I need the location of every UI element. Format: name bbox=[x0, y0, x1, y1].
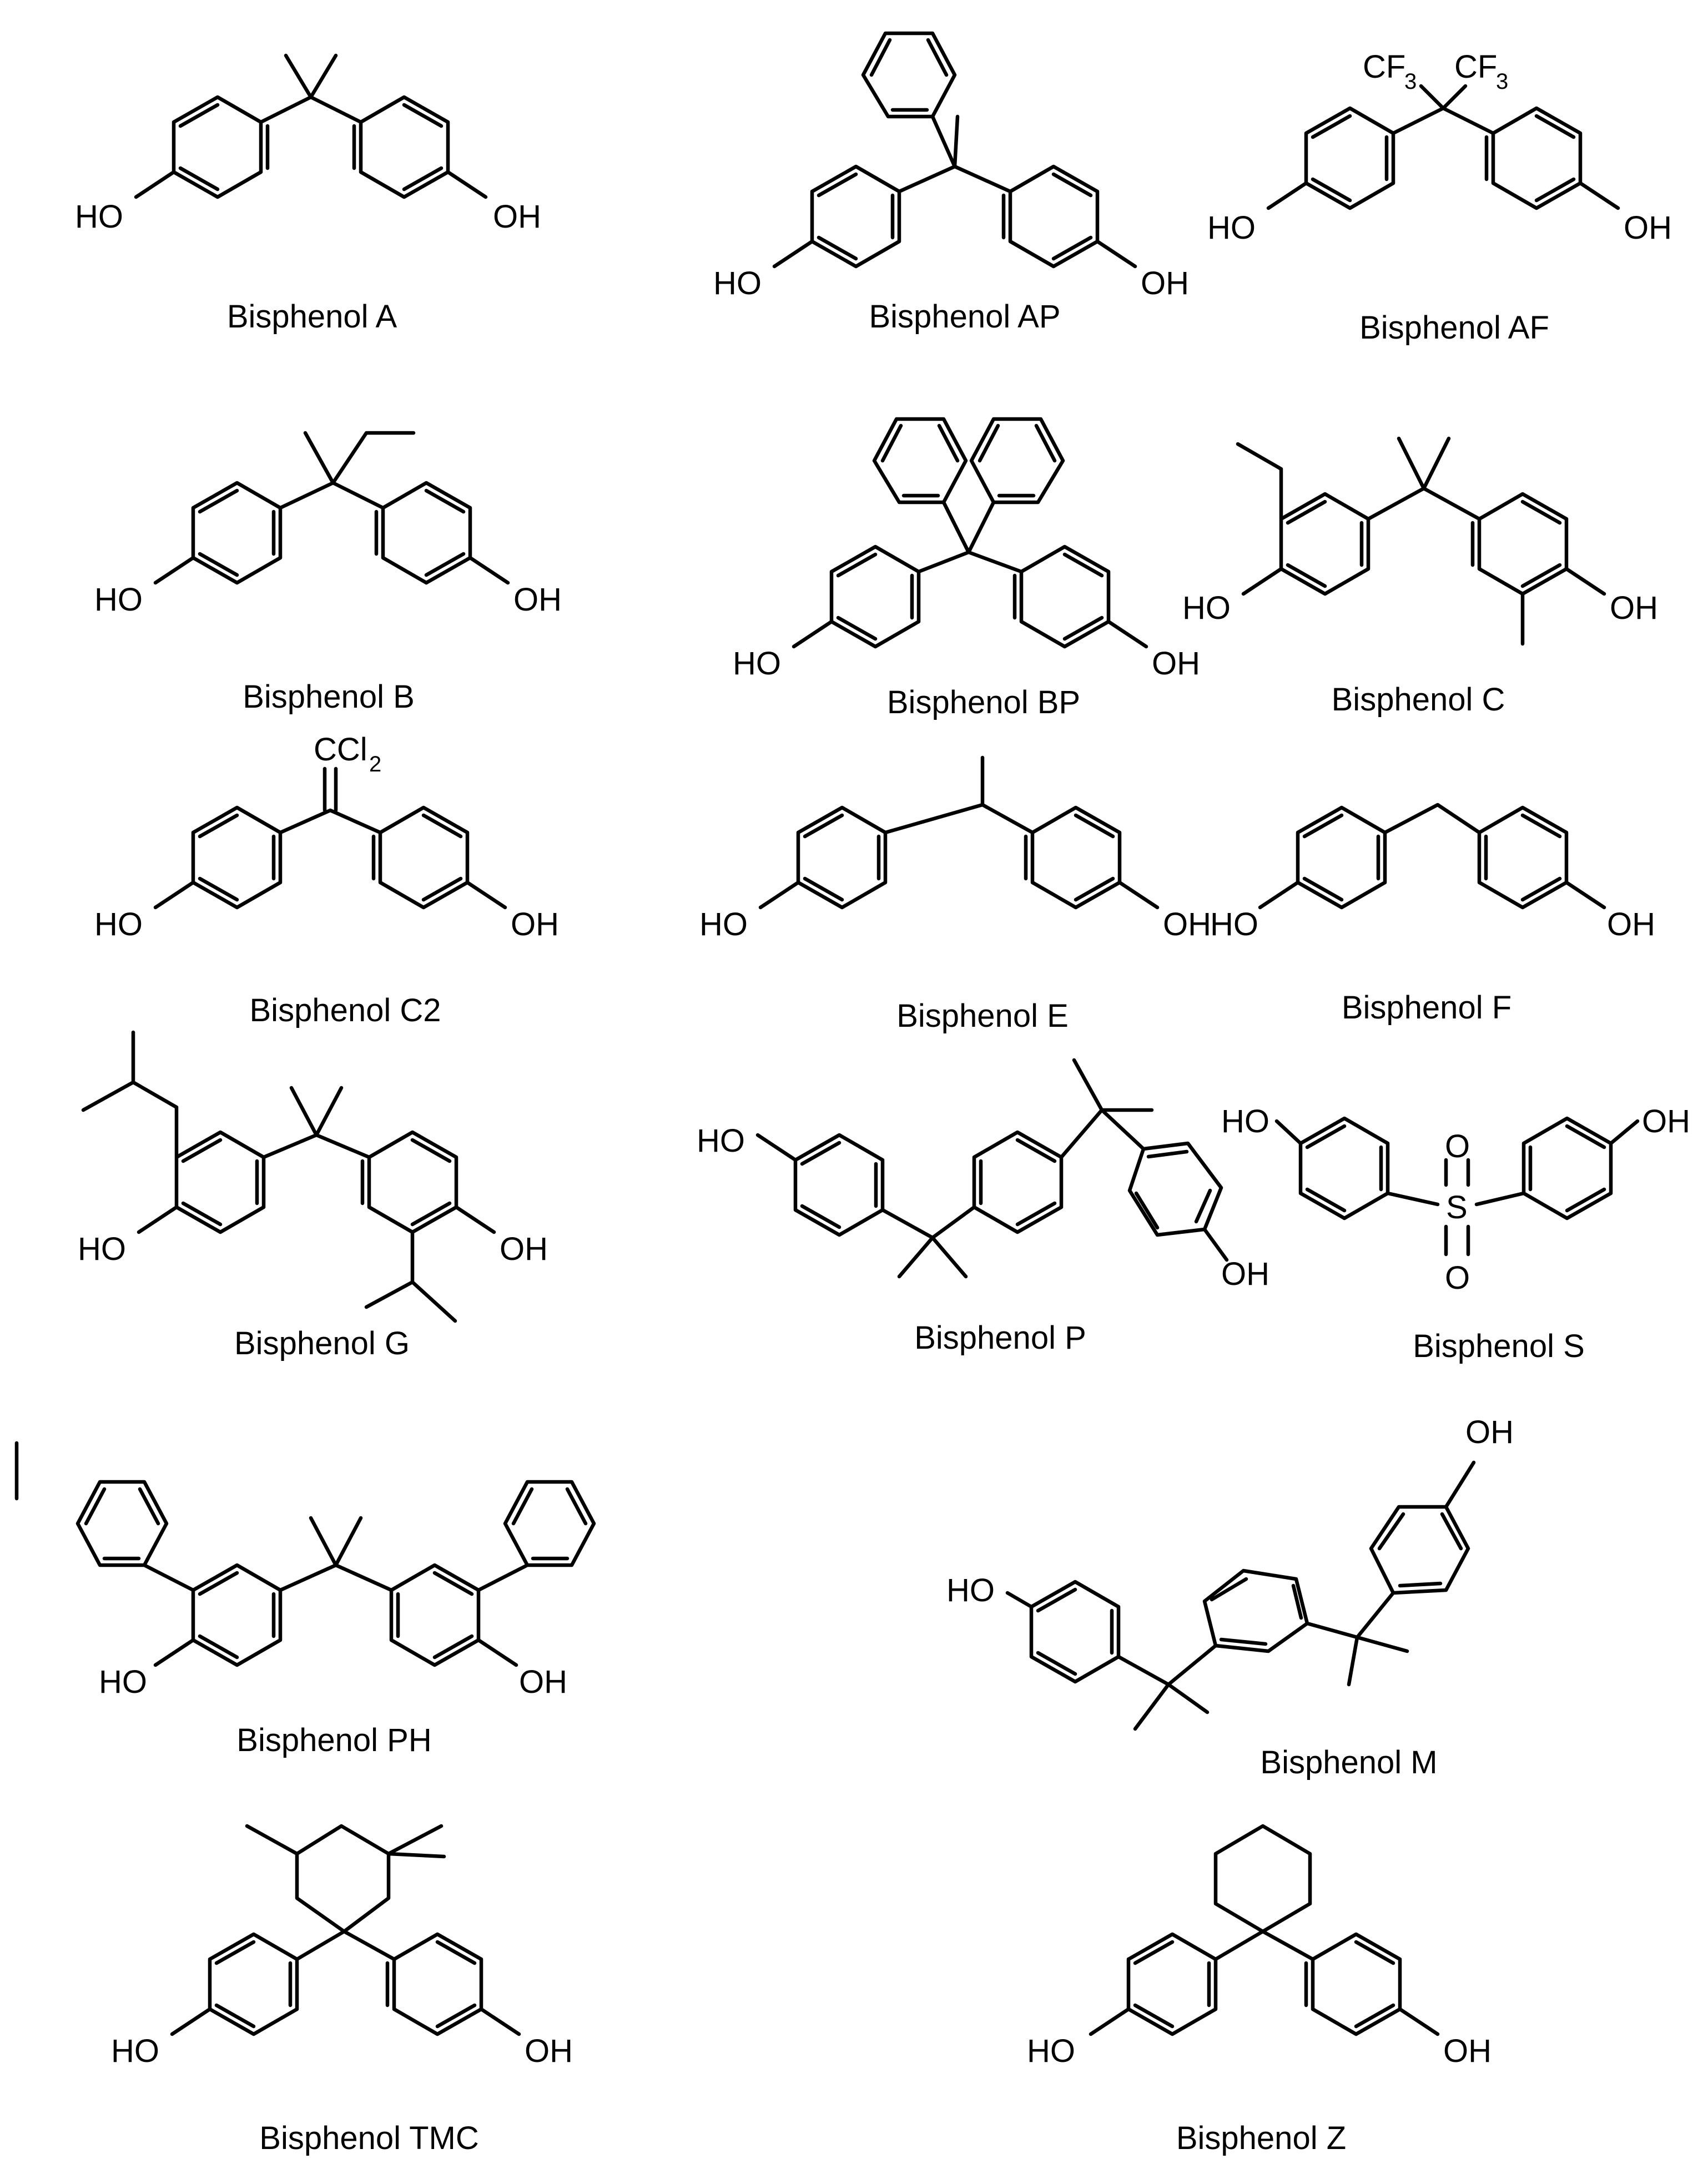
structure-bisphenol-f: HO OH Bisphenol F bbox=[1210, 803, 1655, 1026]
hydroxyl-label: OH bbox=[1221, 1256, 1269, 1292]
trifluoromethyl-label: CF bbox=[1454, 49, 1497, 85]
hydroxyl-label: OH bbox=[1141, 265, 1189, 301]
structure-bisphenol-bp: HO OH Bisphenol BP bbox=[733, 417, 1200, 720]
structure-bisphenol-b: HO OH Bisphenol B bbox=[94, 431, 562, 715]
structure-bisphenol-g: HO OH Bisphenol G bbox=[78, 1030, 548, 1361]
compound-name: Bisphenol AF bbox=[1359, 310, 1549, 346]
hydroxyl-label: OH bbox=[1642, 1103, 1690, 1139]
structure-bisphenol-tmc: HO OH Bisphenol TMC bbox=[111, 1824, 573, 2156]
structure-bisphenol-p: HO OH Bisphenol P bbox=[697, 1058, 1269, 1356]
hydroxyl-label: HO bbox=[1221, 1103, 1269, 1139]
compound-name: Bisphenol S bbox=[1413, 1328, 1585, 1364]
structure-bisphenol-z: HO OH Bisphenol Z bbox=[1027, 1824, 1492, 2156]
compound-name: Bisphenol B bbox=[243, 679, 415, 715]
hydroxyl-label: OH bbox=[500, 1231, 548, 1267]
hydroxyl-label: OH bbox=[493, 199, 541, 235]
compound-name: Bisphenol G bbox=[234, 1325, 410, 1361]
hydroxyl-label: OH bbox=[1465, 1414, 1514, 1450]
hydroxyl-label: HO bbox=[111, 2033, 159, 2069]
structure-bisphenol-s: S O O HO OH Bisphenol S bbox=[1221, 1103, 1690, 1364]
hydroxyl-label: HO bbox=[733, 645, 781, 682]
hydroxyl-label: OH bbox=[1163, 906, 1211, 942]
compound-name: Bisphenol A bbox=[227, 299, 397, 335]
hydroxyl-label: HO bbox=[94, 582, 143, 618]
hydroxyl-label: HO bbox=[1027, 2033, 1075, 2069]
structure-bisphenol-a: HO OH Bisphenol A bbox=[75, 53, 541, 335]
compound-name: Bisphenol M bbox=[1260, 1744, 1437, 1780]
compound-name: Bisphenol F bbox=[1342, 990, 1511, 1026]
hydroxyl-label: HO bbox=[1210, 906, 1258, 942]
structure-bisphenol-e: HO OH Bisphenol E bbox=[699, 755, 1211, 1034]
hydroxyl-label: OH bbox=[1607, 906, 1655, 942]
compound-name: Bisphenol E bbox=[896, 998, 1069, 1034]
subscript-label: 2 bbox=[369, 752, 381, 776]
sulfur-label: S bbox=[1446, 1189, 1468, 1225]
hydroxyl-label: HO bbox=[1207, 210, 1256, 246]
hydroxyl-label: HO bbox=[699, 906, 748, 942]
compound-name: Bisphenol BP bbox=[887, 684, 1080, 720]
hydroxyl-label: HO bbox=[946, 1572, 995, 1608]
dichloromethylene-label: CCl bbox=[314, 732, 367, 768]
hydroxyl-label: OH bbox=[1152, 645, 1200, 682]
compound-name: Bisphenol C2 bbox=[250, 992, 441, 1028]
oxygen-label: O bbox=[1445, 1128, 1470, 1164]
hydroxyl-label: HO bbox=[697, 1123, 745, 1159]
hydroxyl-label: OH bbox=[1624, 210, 1672, 246]
hydroxyl-label: HO bbox=[713, 265, 762, 301]
structure-bisphenol-c: HO OH Bisphenol C bbox=[1182, 436, 1658, 718]
hydroxyl-label: OH bbox=[1443, 2033, 1492, 2069]
compound-name: Bisphenol TMC bbox=[259, 2120, 478, 2156]
hydroxyl-label: HO bbox=[75, 199, 123, 235]
structure-bisphenol-c2: CCl 2 HO OH Bisphenol C2 bbox=[94, 732, 559, 1028]
hydroxyl-label: OH bbox=[1610, 590, 1658, 626]
structure-bisphenol-ap: HO OH Bisphenol AP bbox=[713, 31, 1189, 335]
hydroxyl-label: HO bbox=[94, 906, 143, 942]
subscript-label: 3 bbox=[1496, 69, 1508, 94]
oxygen-label: O bbox=[1445, 1260, 1470, 1296]
hydroxyl-label: HO bbox=[99, 1664, 147, 1700]
hydroxyl-label: OH bbox=[511, 906, 559, 942]
trifluoromethyl-label: CF bbox=[1363, 49, 1405, 85]
structure-bisphenol-m: HO OH Bisphenol M bbox=[946, 1414, 1514, 1780]
hydroxyl-label: HO bbox=[1182, 590, 1231, 626]
hydroxyl-label: OH bbox=[519, 1664, 567, 1700]
hydroxyl-label: HO bbox=[78, 1231, 126, 1267]
hydroxyl-label: OH bbox=[525, 2033, 573, 2069]
compound-name: Bisphenol Z bbox=[1176, 2120, 1346, 2156]
compound-name: Bisphenol AP bbox=[869, 299, 1060, 335]
structure-bisphenol-ph: HO OH Bisphenol PH bbox=[14, 1441, 596, 1758]
hydroxyl-label: OH bbox=[513, 582, 562, 618]
structure-bisphenol-af: CF 3 CF 3 HO OH Bisphenol AF bbox=[1207, 49, 1672, 346]
subscript-label: 3 bbox=[1404, 69, 1417, 94]
compound-name: Bisphenol PH bbox=[236, 1722, 431, 1758]
compound-name: Bisphenol C bbox=[1332, 682, 1505, 718]
compound-name: Bisphenol P bbox=[914, 1320, 1086, 1356]
